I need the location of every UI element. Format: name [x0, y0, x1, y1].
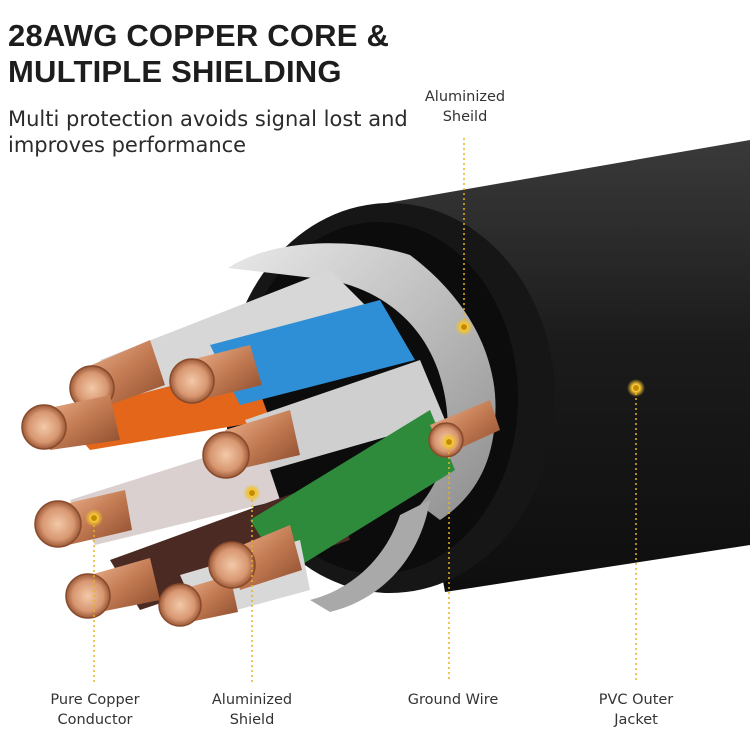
callout-inner-shield-line-1: Aluminized	[211, 692, 293, 708]
callout-jacket-line-1: PVC Outer	[598, 692, 674, 708]
callout-jacket-line-2: Jacket	[614, 712, 658, 728]
callout-top-shield: Aluminized Sheild	[410, 87, 520, 127]
callout-conductor-line-2: Conductor	[57, 712, 133, 728]
callout-ground-line-1: Ground Wire	[407, 692, 499, 708]
subtitle-line-2: improves performance	[8, 133, 247, 157]
title-line-2: MULTIPLE SHIELDING	[8, 54, 342, 89]
title-line-1: 28AWG COPPER CORE &	[8, 18, 390, 53]
callout-conductor: Pure Copper Conductor	[30, 690, 160, 730]
callout-jacket: PVC Outer Jacket	[580, 690, 692, 730]
callout-ground: Ground Wire	[393, 690, 513, 710]
copper-conductors	[21, 340, 500, 627]
subtitle-line-1: Multi protection avoids signal lost and	[8, 107, 408, 131]
callout-conductor-line-1: Pure Copper	[50, 692, 140, 708]
callout-top-shield-line-1: Aluminized	[424, 89, 506, 105]
callout-top-shield-line-2: Sheild	[442, 109, 488, 125]
marker-dots	[85, 318, 645, 527]
callout-inner-shield-line-2: Shield	[229, 712, 275, 728]
aluminized-shield	[228, 243, 496, 612]
page-subtitle: Multi protection avoids signal lost and …	[8, 106, 408, 158]
page-title: 28AWG COPPER CORE & MULTIPLE SHIELDING	[8, 18, 389, 90]
callout-leaders	[93, 138, 637, 682]
callout-inner-shield: Aluminized Shield	[192, 690, 312, 730]
